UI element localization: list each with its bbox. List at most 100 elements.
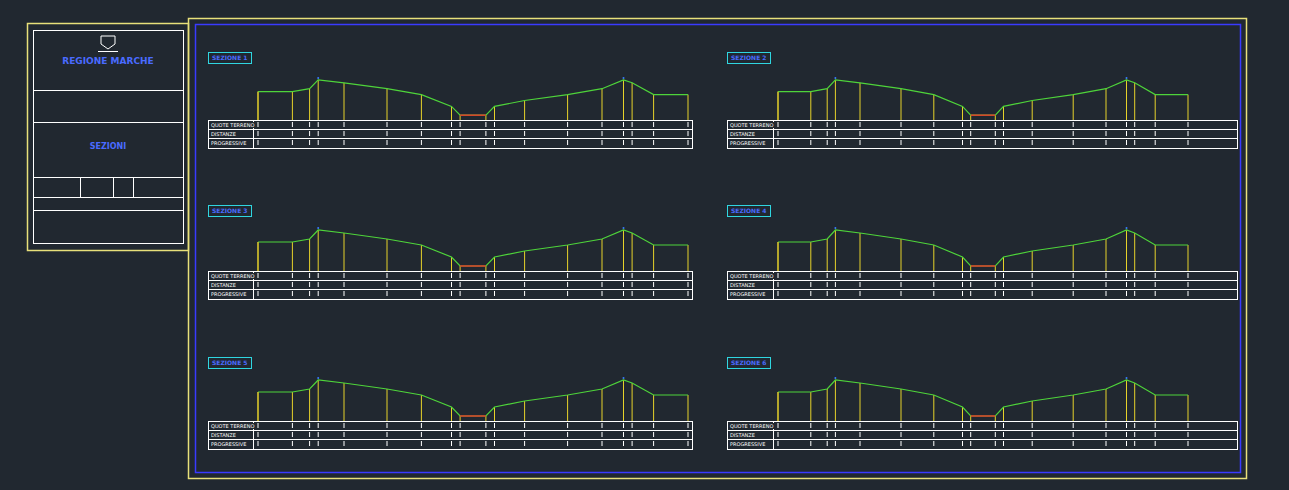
table-tick [292,140,293,145]
table-rule [727,439,1237,440]
table-tick [318,432,319,437]
table-tick [460,291,461,296]
table-tick [835,131,836,136]
ordinate-line [309,239,310,271]
table-tick [318,423,319,428]
table-tick [995,291,996,296]
table-tick [567,282,568,287]
ordinate-line [1106,239,1107,271]
ordinate-line [688,245,689,271]
ordinate-line [1003,407,1004,421]
table-tick [653,140,654,145]
table-tick [602,282,603,287]
section-title: SEZIONE 2 [731,54,767,62]
section-header-box: SEZIONE 3 [208,205,252,217]
table-tick [258,131,259,136]
table-tick [653,122,654,127]
table-tick [1155,441,1156,446]
title-text: REGIONE MARCHE [34,56,182,66]
table-tick [995,122,996,127]
ordinate-line [602,389,603,421]
table-tick [901,291,902,296]
table-tick [1032,432,1033,437]
table-tick [632,273,633,278]
table-tick [1003,432,1004,437]
ordinate-line [810,392,811,421]
table-tick [318,140,319,145]
table-tick [901,122,902,127]
point-marker [834,377,836,379]
section-title: SEZIONE 5 [212,359,248,367]
table-rule [208,280,692,281]
ordinate-line [778,392,779,421]
table-row-label: DISTANZE [210,432,237,438]
ordinate-line [1126,80,1127,120]
table-tick [1106,131,1107,136]
table-tick [860,423,861,428]
table-tick [1073,441,1074,446]
table-tick [1134,423,1135,428]
table-tick [258,441,259,446]
table-row-label: DISTANZE [729,432,756,438]
ordinate-line [860,383,861,421]
table-frame [209,422,693,450]
table-tick [933,140,934,145]
ordinate-line [962,407,963,421]
table-row-label: PROGRESSIVE [729,291,766,297]
table-tick [623,140,624,145]
table-tick [1106,122,1107,127]
table-tick [318,291,319,296]
table-tick [623,441,624,446]
table-tick [623,122,624,127]
table-tick [1106,432,1107,437]
table-tick [1073,282,1074,287]
table-tick [632,282,633,287]
ordinate-line [901,239,902,271]
table-tick [835,432,836,437]
ordinate-line [688,395,689,421]
ordinate-line [258,92,259,120]
table-tick [778,282,779,287]
ordinate-line [653,395,654,421]
table-tick [1003,122,1004,127]
table-tick [1003,423,1004,428]
table-tick [962,291,963,296]
point-marker [1126,227,1128,229]
table-tick [1106,441,1107,446]
table-tick [309,131,310,136]
ordinate-line [901,89,902,120]
table-tick [318,441,319,446]
table-tick [835,282,836,287]
table-frame [209,121,693,149]
table-tick [1106,140,1107,145]
section-title: SEZIONE 3 [212,207,248,215]
table-tick [258,282,259,287]
table-tick [688,140,689,145]
table-tick [494,282,495,287]
point-marker [1126,77,1128,79]
table-tick [460,131,461,136]
ordinate-line [318,230,319,271]
ordinate-line [1073,395,1074,421]
table-tick [451,291,452,296]
table-tick [602,432,603,437]
table-tick [309,122,310,127]
ordinate-line [901,389,902,421]
ordinate-line [1073,245,1074,271]
table-tick [451,140,452,145]
ordinate-line [258,242,259,271]
table-rule [727,138,1237,139]
table-tick [1126,291,1127,296]
table-tick [344,131,345,136]
ordinate-line [778,242,779,271]
ordinate-line [421,395,422,421]
table-tick [827,140,828,145]
table-tick [1032,140,1033,145]
table-tick [485,291,486,296]
table-tick [688,441,689,446]
table-tick [901,423,902,428]
ordinate-line [1032,401,1033,421]
table-tick [1155,291,1156,296]
table-tick [860,441,861,446]
table-tick [995,282,996,287]
